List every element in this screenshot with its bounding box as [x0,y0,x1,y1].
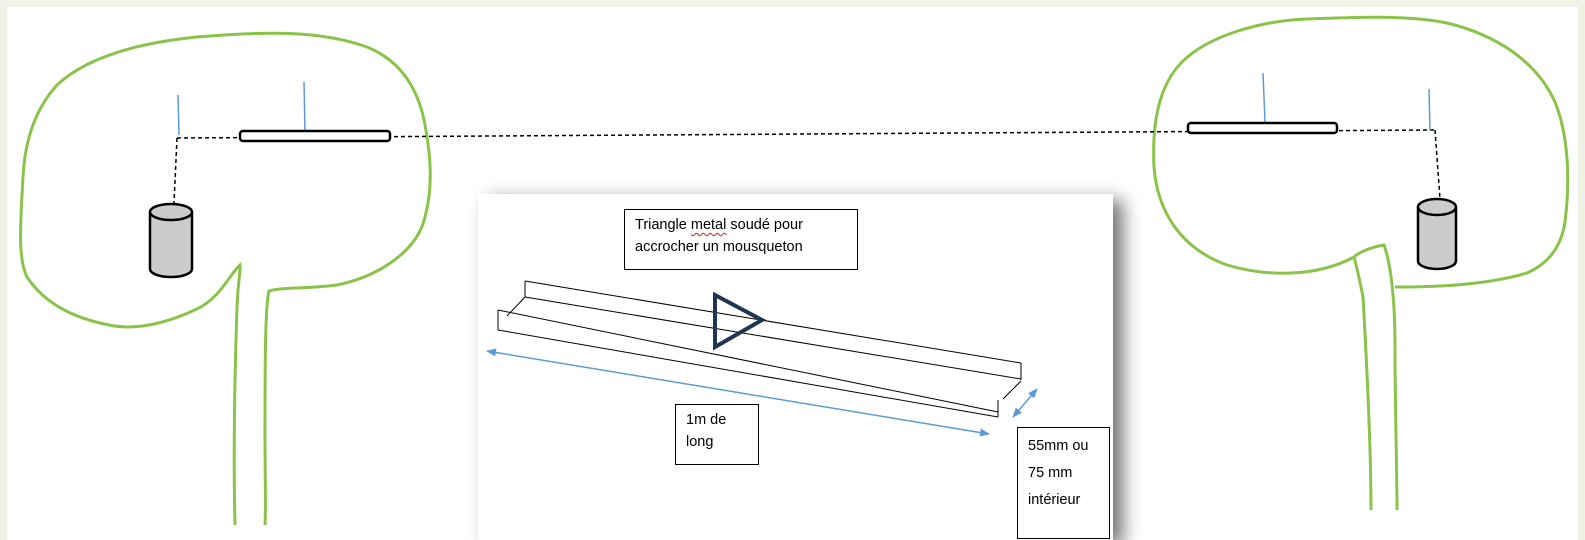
left-bar-marker [303,81,306,132]
length-note-text: 1m de long [686,412,727,450]
right-post-marker [1428,88,1431,132]
length-note: 1m de long [675,404,759,465]
right-tree-outline [1152,15,1570,511]
metal-triangle-icon [713,291,767,351]
left-post-marker [177,94,180,136]
width-note: 55mm ou 75 mm intérieur [1017,427,1110,539]
left-drop-line [173,137,178,204]
width-note-text: 55mm ou 75 mm intérieur [1028,438,1089,508]
triangle-note-text-misspelled: metal [690,217,727,233]
cylinder-weight-icon [148,202,194,279]
left-bar [238,129,392,143]
right-drop-line [1434,129,1441,200]
right-bar [1186,121,1339,135]
width-arrow [1012,388,1038,418]
triangle-note: Triangle metal soudé pour accrocher un m… [624,209,858,270]
diagram-svg [19,15,1570,540]
left-tree-outline [19,31,432,526]
triangle-note-text-after: soudé pour accrocher un mousqueton [635,217,803,255]
triangle-note-text-before: Triangle [635,217,691,233]
length-arrow [486,348,990,437]
cylinder-weight-icon [1416,197,1458,271]
right-bar-marker [1262,72,1266,123]
diagram-canvas: Triangle metal soudé pour accrocher un m… [7,7,1578,540]
